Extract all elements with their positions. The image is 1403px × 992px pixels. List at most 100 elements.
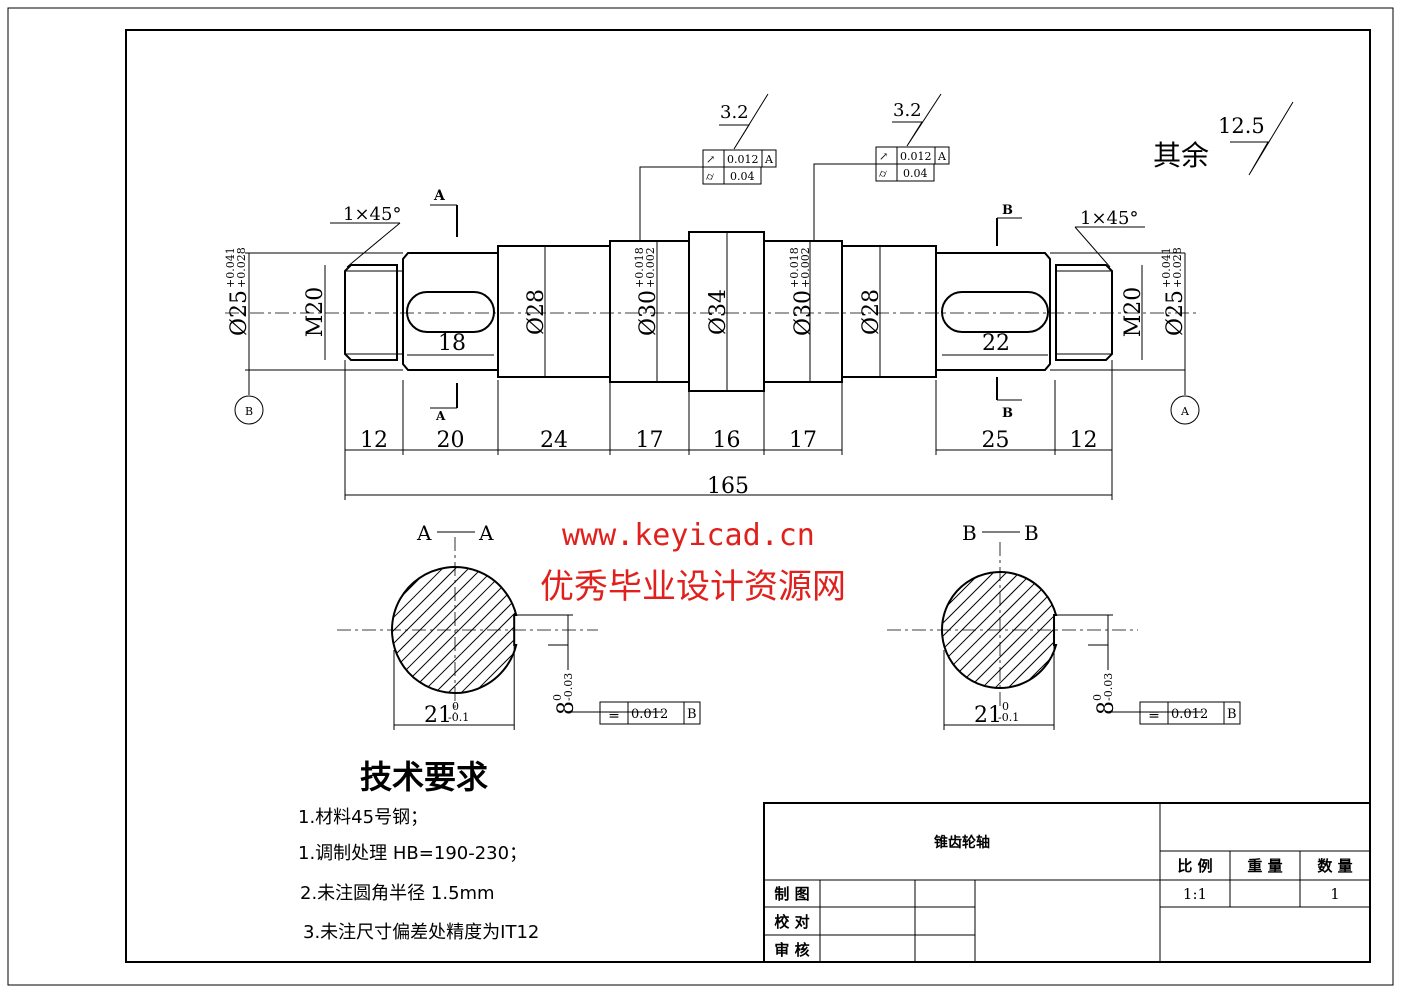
runout-value: 0.012	[900, 150, 932, 163]
cut-label: B	[1002, 406, 1013, 421]
dim-d25-left: Ø25	[227, 290, 252, 336]
hatch-line	[400, 575, 488, 663]
cut-label: B	[1002, 203, 1013, 218]
requirements-heading: 技术要求	[360, 758, 488, 796]
total-length: 165	[707, 474, 749, 499]
title-block: 锥齿轮轴 比 例 重 量 数 量 1:1 1 制 图 校 对 审 核	[763, 802, 1371, 963]
tolerance-right: 3.2 ↗ ⌭ 0.012 A 0.04	[813, 93, 950, 241]
key-width: 8	[554, 701, 579, 715]
symmetry-value: 0.012	[631, 707, 668, 722]
qty-value: 1	[1330, 885, 1340, 903]
outer-border	[7, 7, 1394, 986]
hatch-line	[1008, 641, 1055, 688]
cylindricity-value: 0.04	[903, 167, 928, 180]
hatch-line	[412, 587, 502, 677]
tol-lower: +0.002	[799, 247, 812, 288]
dim-d34: Ø34	[706, 289, 731, 335]
tol-lower: +0.028	[1171, 247, 1184, 288]
tol-lower: +0.002	[644, 247, 657, 288]
section-title-right: B	[1024, 521, 1039, 545]
key-upper: 0	[1091, 694, 1104, 701]
part-name: 锥齿轮轴	[934, 834, 990, 851]
runout-value: 0.012	[727, 153, 759, 166]
right-thread	[1055, 264, 1113, 361]
width-dim: 21	[974, 703, 1002, 728]
chamfer-right: 1×45°	[1080, 208, 1138, 229]
hatch-line	[427, 602, 513, 688]
hatch-line	[974, 604, 1053, 683]
width-upper: 0	[1002, 700, 1009, 713]
runout-icon: ↗	[879, 150, 888, 163]
roughness-value: 3.2	[720, 102, 749, 123]
symmetry-frame	[599, 701, 701, 725]
length-dim: 20	[437, 428, 465, 453]
length-dim: 16	[713, 428, 741, 453]
requirement-item: 1.调制处理 HB=190-230；	[298, 843, 527, 864]
cut-label: A	[435, 409, 446, 423]
symmetry-value: 0.012	[1171, 707, 1208, 722]
datum-a-circle	[1170, 395, 1200, 425]
width-lower: -0.1	[448, 711, 469, 724]
hatch-line	[460, 639, 515, 694]
length-dim: 17	[789, 428, 817, 453]
keyway-left	[406, 291, 495, 333]
watermark-title: 优秀毕业设计资源网	[540, 567, 846, 607]
row-checked: 校 对	[774, 913, 809, 931]
datum-b-circle	[234, 395, 264, 425]
hatch-line	[391, 566, 458, 633]
width-lower: -0.1	[998, 711, 1019, 724]
hatch-line	[994, 628, 1055, 689]
tol-lower: +0.028	[235, 247, 248, 288]
hatch-line	[392, 567, 444, 619]
requirement-item: 2.未注圆角半径 1.5mm	[300, 883, 495, 904]
default-finish-label: 其余	[1153, 139, 1209, 172]
hatch-line	[405, 580, 496, 671]
hatch-line	[393, 568, 469, 644]
length-dim: 24	[540, 428, 568, 453]
dim-d30-right: Ø30	[791, 290, 816, 336]
section-title-left: B	[962, 521, 977, 545]
section-title-right: A	[478, 521, 494, 545]
qty-label: 数 量	[1317, 857, 1352, 875]
section-cut-a: A A	[430, 188, 458, 423]
keyway-right	[941, 291, 1049, 333]
hatch-line	[966, 596, 1048, 678]
left-thread	[344, 264, 398, 361]
hatch-line	[948, 578, 1027, 657]
dim-d28-right: Ø28	[859, 289, 884, 335]
inner-border	[125, 29, 1371, 963]
length-dim: 12	[360, 428, 388, 453]
hatch-line	[396, 571, 479, 654]
length-dim: 12	[1070, 428, 1098, 453]
keyway-length-left: 18	[438, 331, 466, 356]
roughness-value: 3.2	[893, 100, 922, 121]
diameter-dimensions: B A Ø25+0.041+0.028 M20 Ø28 Ø30+0.018+0.…	[224, 232, 1200, 425]
chamfer-left: 1×45°	[343, 204, 401, 225]
technical-requirements: 技术要求 1.材料45号钢； 1.调制处理 HB=190-230； 2.未注圆角…	[298, 758, 539, 943]
requirement-item: 3.未注尺寸偏差处精度为IT12	[303, 922, 539, 943]
runout-datum: A	[937, 150, 947, 163]
dim-m20-left: M20	[303, 287, 328, 338]
key-width: 8	[1094, 701, 1119, 715]
right-bearing-seat	[935, 252, 1051, 371]
tol-upper: +0.041	[224, 247, 237, 288]
key-dim: 80-0.03	[551, 673, 579, 715]
cylindricity-value: 0.04	[730, 170, 755, 183]
symmetry-icon: ≡	[608, 707, 620, 723]
symmetry-frame	[1139, 701, 1241, 725]
roughness-symbol	[719, 93, 769, 150]
symmetry-datum: B	[1227, 707, 1237, 722]
key-lower: -0.03	[1102, 673, 1115, 701]
hatch-line	[944, 574, 1018, 648]
section-outline	[941, 571, 1058, 689]
dim-d28-left: Ø28	[524, 289, 549, 335]
tol-upper: +0.041	[1160, 247, 1173, 288]
scale-value: 1:1	[1183, 885, 1207, 903]
section-cut-b: B B	[996, 203, 1022, 421]
hatch-line	[478, 653, 514, 689]
watermark-url: www.keyicad.cn	[562, 518, 815, 553]
hatch-line	[419, 594, 508, 683]
row-drawn: 制 图	[774, 885, 809, 903]
